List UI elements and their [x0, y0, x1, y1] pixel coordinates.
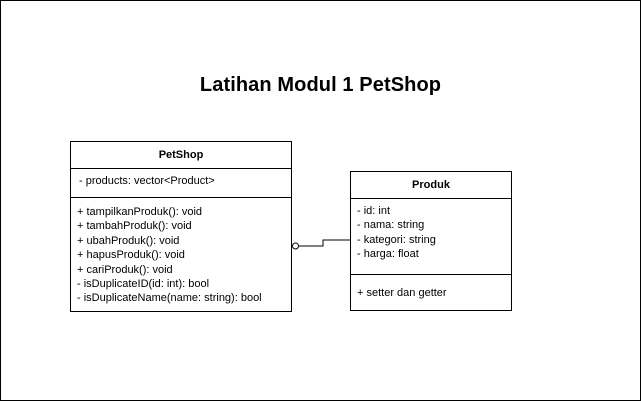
method: + tampilkanProduk(): void — [77, 206, 203, 218]
aggregation-end-marker — [292, 242, 299, 250]
attribute: - products: vector<Product> — [79, 175, 215, 187]
class-produk-methods: + setter dan getter — [351, 275, 511, 300]
method: + ubahProduk(): void — [77, 234, 180, 247]
attribute: - nama: string — [357, 219, 425, 232]
class-produk[interactable]: Produk - id: int - nama: string - katego… — [350, 171, 512, 311]
method: + tambahProduk(): void — [77, 220, 192, 233]
class-petshop[interactable]: PetShop - products: vector<Product> + ta… — [70, 141, 292, 312]
attribute: - id: int — [357, 205, 391, 217]
class-petshop-attributes: - products: vector<Product> — [71, 169, 291, 198]
class-petshop-methods: + tampilkanProduk(): void + tambahProduk… — [71, 198, 291, 306]
attribute: - kategori: string — [357, 233, 436, 246]
method: + cariProduk(): void — [77, 263, 173, 276]
method: - isDuplicateName(name: string): bool — [77, 292, 262, 305]
class-petshop-name: PetShop — [71, 142, 291, 169]
aggregation-line — [299, 239, 350, 247]
diagram-title: Latihan Modul 1 PetShop — [199, 74, 442, 96]
class-produk-name: Produk — [351, 172, 511, 199]
method: + hapusProduk(): void — [77, 249, 185, 262]
class-produk-attributes: - id: int - nama: string - kategori: str… — [351, 199, 511, 275]
method: - isDuplicateID(id: int): bool — [77, 278, 210, 291]
attribute: - harga: float — [357, 248, 419, 261]
method: + setter dan getter — [357, 287, 447, 299]
